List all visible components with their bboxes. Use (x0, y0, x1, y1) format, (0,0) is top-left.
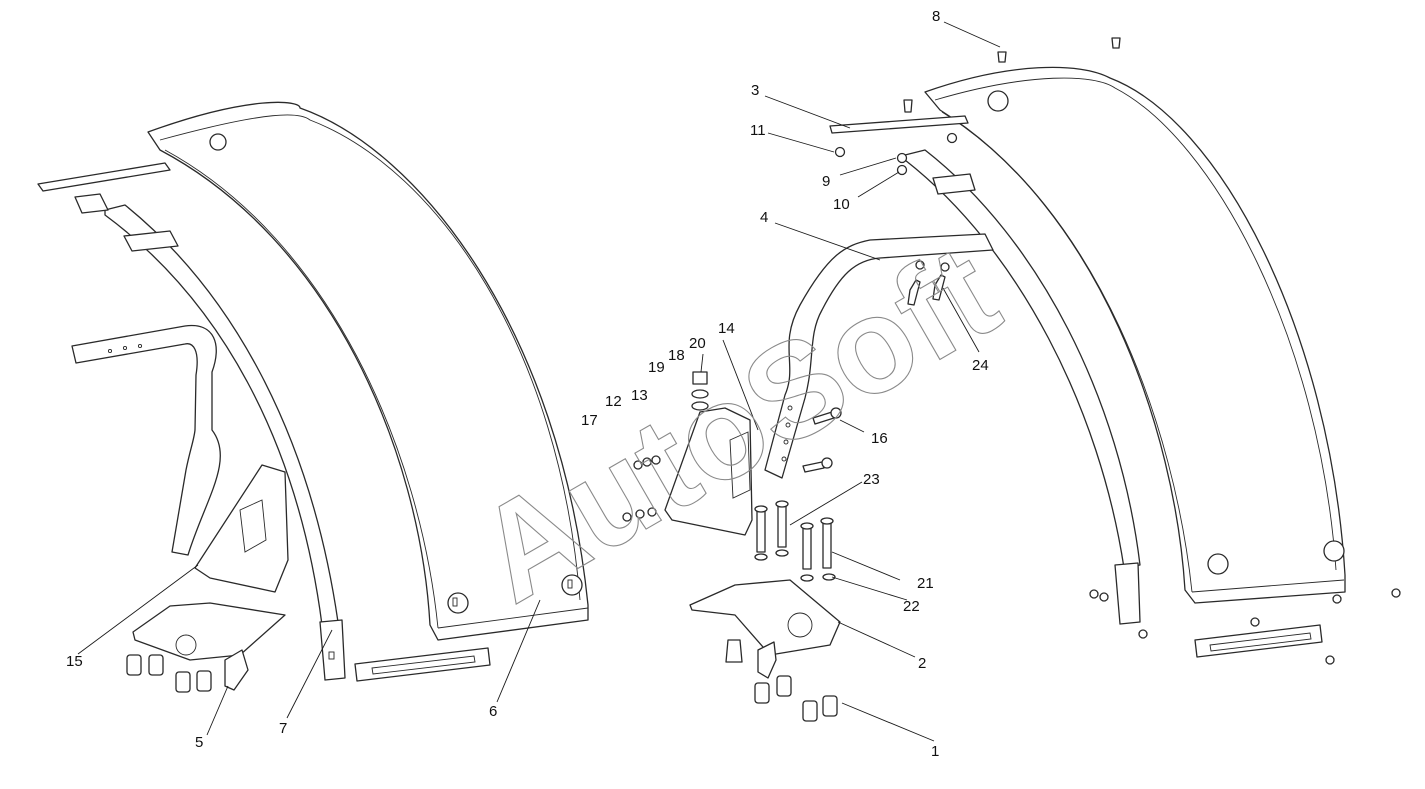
right-fender-hole-a (1207, 553, 1229, 575)
washer-9 (896, 152, 908, 164)
leader-lines (77, 21, 1001, 742)
long-bolt-a (756, 509, 766, 553)
washer-12 (642, 457, 652, 467)
callout-18: 18 (668, 347, 685, 364)
callout-15: 15 (66, 653, 83, 670)
right-bottom-slot-plate (1194, 624, 1323, 658)
left-top-plate (37, 162, 171, 192)
callout-24: 24 (972, 357, 989, 374)
right-top-plate (829, 115, 969, 134)
right-fender-assembly (622, 37, 1401, 722)
callout-17: 17 (581, 412, 598, 429)
callout-14: 14 (718, 320, 735, 337)
callout-labels: 1 2 3 4 5 6 7 8 9 10 11 12 13 14 15 16 1… (66, 8, 989, 760)
left-fender-hole-a (447, 592, 469, 614)
left-bushing-d (196, 670, 212, 692)
left-bushing-a (126, 654, 142, 676)
left-bushing-c (175, 671, 191, 693)
callout-13: 13 (631, 387, 648, 404)
callout-11: 11 (750, 122, 766, 139)
bolt-24-b (932, 274, 946, 301)
center-bushing-d (822, 695, 838, 717)
washer-19 (691, 401, 709, 411)
callout-6: 6 (489, 703, 497, 720)
center-hinge-base (689, 579, 841, 656)
callout-22: 22 (903, 598, 920, 615)
washer-b (775, 549, 789, 557)
washer-d (822, 573, 836, 581)
right-bracket-arm (764, 233, 994, 479)
right-top-bracket (932, 173, 976, 195)
washer-a (754, 553, 768, 561)
bolt-8-a (997, 51, 1007, 63)
left-top-bracket-a (74, 193, 109, 214)
left-fender-assembly (37, 101, 589, 693)
left-strip-lower-tab (319, 619, 346, 681)
center-hinge-arm (757, 641, 777, 679)
right-fender-shell (924, 66, 1346, 604)
callout-5: 5 (195, 734, 203, 751)
center-bushing-c (802, 700, 818, 722)
left-fender-shell (147, 101, 589, 641)
nut-20 (692, 371, 708, 385)
callout-9: 9 (822, 173, 830, 190)
left-bracket-arm (71, 324, 221, 556)
center-pin-head (725, 639, 743, 663)
washer-c (800, 574, 814, 582)
callout-12: 12 (605, 393, 622, 410)
left-hinge-arm (224, 649, 249, 691)
right-strip-lower-tab (1114, 562, 1141, 625)
long-bolt-d (822, 521, 832, 569)
callout-20: 20 (689, 335, 706, 352)
right-fender-hole-b (1323, 540, 1345, 562)
left-support-plate (194, 464, 289, 593)
callout-10: 10 (833, 196, 850, 213)
nut-17 (633, 460, 643, 470)
long-bolt-b (777, 504, 787, 548)
callout-8: 8 (932, 8, 940, 25)
left-fender-top-hole (209, 133, 227, 151)
callout-21: 21 (917, 575, 934, 592)
center-bushing-b (776, 675, 792, 697)
left-top-bracket-b (123, 230, 179, 252)
washer-18 (691, 389, 709, 399)
center-bushing-a (754, 682, 770, 704)
bolt-24-a (907, 279, 921, 306)
left-hinge-base (132, 602, 286, 661)
callout-19: 19 (648, 359, 665, 376)
long-bolt-c (802, 526, 812, 570)
left-bushing-b (148, 654, 164, 676)
left-bottom-slot-plate (354, 647, 491, 682)
nut-11 (834, 146, 846, 158)
callout-23: 23 (863, 471, 880, 488)
washer-13 (651, 455, 661, 465)
callout-16: 16 (871, 430, 888, 447)
callout-1: 1 (931, 743, 939, 760)
callout-4: 4 (760, 209, 768, 226)
callout-7: 7 (279, 720, 287, 737)
nut-10 (896, 164, 908, 176)
callout-2: 2 (918, 655, 926, 672)
bolt-8-b (1111, 37, 1121, 49)
callout-3: 3 (751, 82, 759, 99)
right-fender-top-hole (987, 90, 1009, 112)
